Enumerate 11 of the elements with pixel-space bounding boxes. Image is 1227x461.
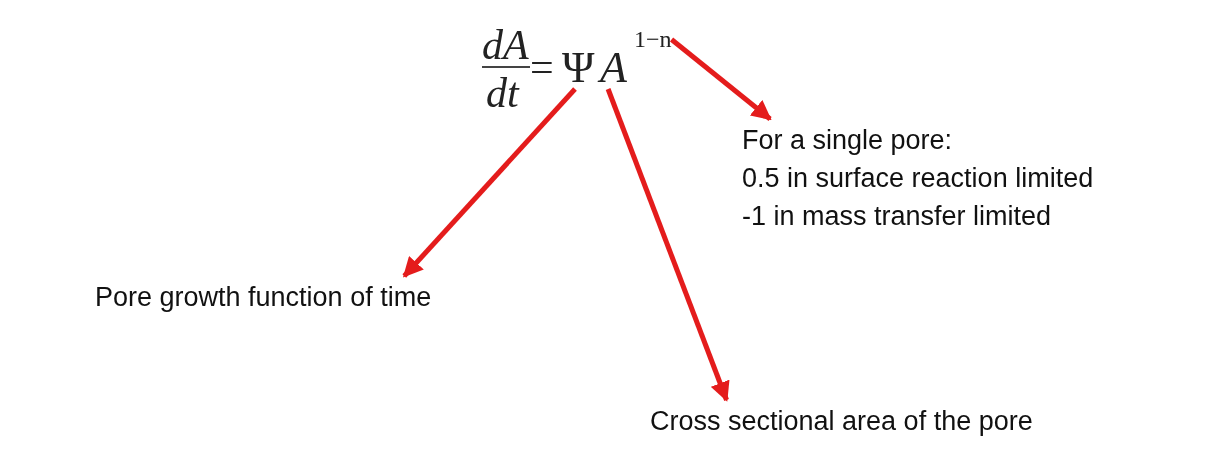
arrow — [402, 87, 577, 278]
fraction-denominator: dt — [486, 72, 519, 114]
fraction-numerator: dA — [482, 24, 529, 66]
annotation-text: Pore growth function of time — [95, 278, 432, 316]
equals-sign: = — [530, 46, 554, 88]
arrow — [605, 88, 730, 402]
psi-symbol: Ψ — [562, 42, 595, 93]
annotation-text: For a single pore: 0.5 in surface reaction limited -1 in mass transfer limited — [742, 121, 1094, 235]
arrow — [669, 37, 772, 121]
annotation-text: Cross sectional area of the pore — [650, 402, 1033, 440]
exponent: 1−n — [634, 26, 672, 53]
